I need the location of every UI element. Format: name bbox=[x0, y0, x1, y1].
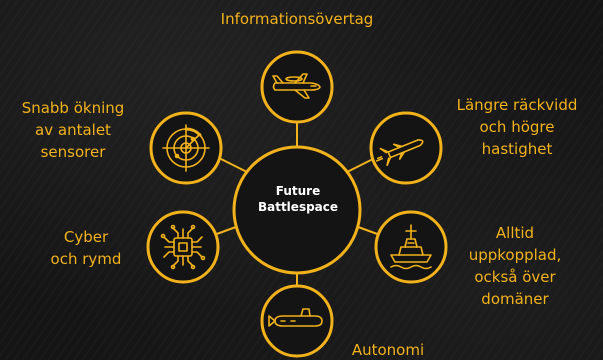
hub-title-line-2: Battlespace bbox=[257, 200, 339, 214]
label-sensors-line-2: av antalet bbox=[35, 121, 111, 139]
label-cyber: Cyber och rymd bbox=[26, 226, 146, 270]
node-circle-information bbox=[260, 50, 334, 124]
label-autonomy: Autonomi bbox=[336, 339, 440, 360]
aircraft-icon bbox=[272, 73, 321, 99]
label-information-line-1: Informationsövertag bbox=[220, 10, 374, 28]
label-connected-line-3: också över bbox=[474, 268, 556, 286]
label-information: Informationsövertag bbox=[196, 8, 398, 30]
hub-circle bbox=[232, 145, 362, 275]
microchip-icon bbox=[160, 224, 206, 270]
label-connected-line-4: domäner bbox=[481, 290, 549, 308]
label-range: Längre räckvidd och högre hastighet bbox=[442, 94, 592, 160]
node-circle-autonomy bbox=[260, 284, 334, 358]
label-cyber-line-1: Cyber bbox=[63, 228, 109, 246]
label-range-line-1: Längre räckvidd bbox=[456, 96, 578, 114]
node-circle-range bbox=[369, 111, 443, 185]
label-connected: Alltid uppkopplad, också över domäner bbox=[450, 222, 580, 310]
radar-icon bbox=[162, 124, 210, 172]
node-circle-cyber bbox=[146, 210, 220, 284]
label-sensors: Snabb ökning av antalet sensorer bbox=[8, 97, 138, 163]
label-range-line-3: hastighet bbox=[481, 140, 553, 158]
hub-title: Future Battlespace bbox=[240, 183, 356, 215]
label-connected-line-2: uppkopplad, bbox=[468, 246, 562, 264]
label-sensors-line-3: sensorer bbox=[40, 143, 106, 161]
label-autonomy-line-1: Autonomi bbox=[351, 341, 425, 359]
label-range-line-2: och högre bbox=[479, 118, 555, 136]
label-connected-line-1: Alltid bbox=[495, 224, 535, 242]
submarine-icon bbox=[268, 308, 323, 327]
missile-icon bbox=[375, 139, 424, 167]
hub-title-line-1: Future bbox=[275, 184, 321, 198]
label-cyber-line-2: och rymd bbox=[50, 250, 122, 268]
label-sensors-line-1: Snabb ökning bbox=[21, 99, 125, 117]
ship-icon bbox=[390, 224, 432, 270]
